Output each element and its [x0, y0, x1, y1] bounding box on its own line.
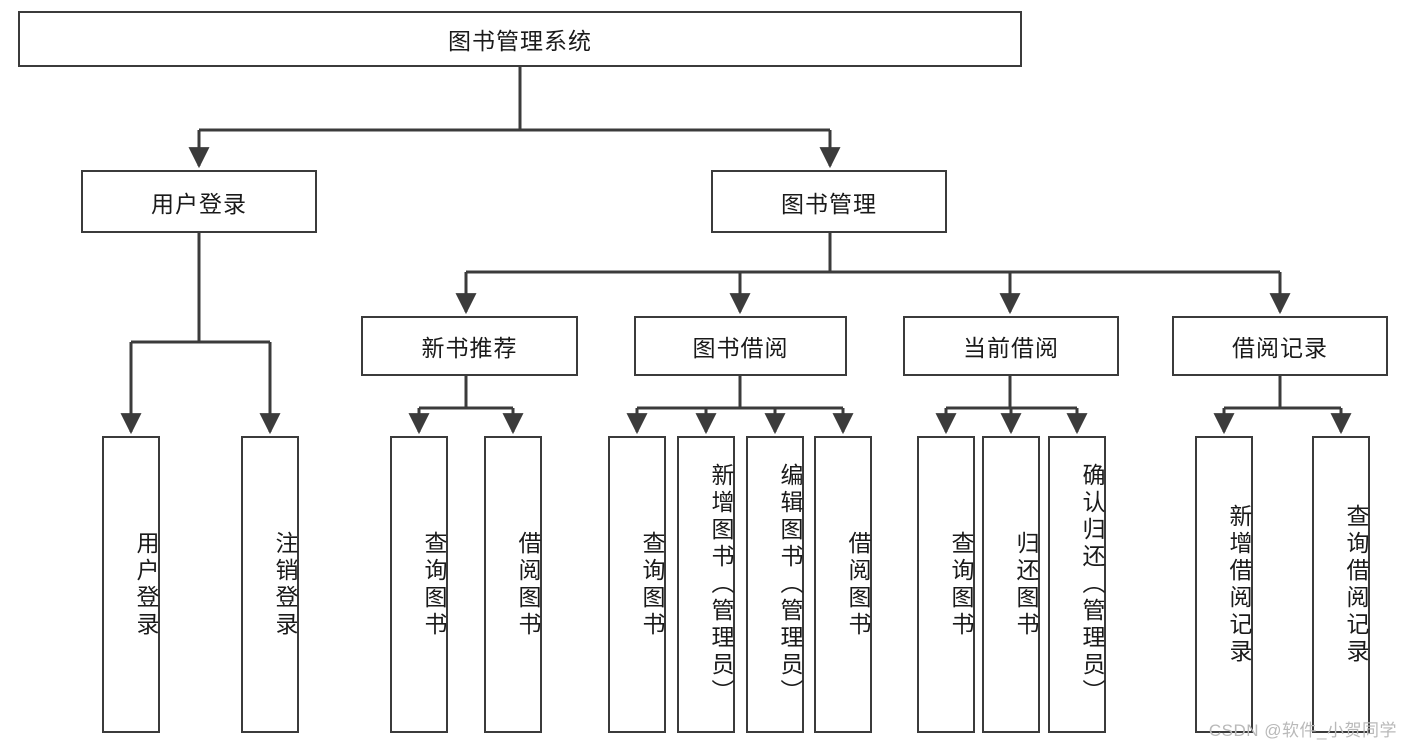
node-book-borrow[interactable]: 图书借阅 — [634, 316, 847, 376]
node-label: 新增借阅记录 — [1226, 503, 1252, 666]
node-label: 编辑图书（管理员） — [777, 463, 803, 706]
leaf-borrow-record-query-record[interactable]: 查询借阅记录 — [1312, 436, 1370, 733]
node-label: 用户登录 — [151, 190, 247, 217]
leaf-new-book-query-book[interactable]: 查询图书 — [390, 436, 448, 733]
node-borrow-record[interactable]: 借阅记录 — [1172, 316, 1388, 376]
node-current-borrow[interactable]: 当前借阅 — [903, 316, 1119, 376]
node-label: 新增图书（管理员） — [708, 463, 734, 706]
node-label: 借阅图书 — [515, 530, 541, 639]
node-label: 查询图书 — [948, 530, 974, 639]
node-root-book-management-system[interactable]: 图书管理系统 — [18, 11, 1022, 67]
node-label: 借阅图书 — [845, 530, 871, 639]
node-label: 图书管理 — [781, 190, 877, 217]
node-label: 确认归还（管理员） — [1079, 463, 1105, 706]
node-label: 图书借阅 — [692, 335, 789, 361]
node-user-login[interactable]: 用户登录 — [81, 170, 317, 233]
node-label: 当前借阅 — [963, 335, 1059, 361]
leaf-book-borrow-add-book-admin[interactable]: 新增图书（管理员） — [677, 436, 735, 733]
node-label: 查询图书 — [421, 530, 447, 639]
node-label: 注销登录 — [272, 530, 298, 639]
node-label: 新书推荐 — [421, 335, 518, 361]
leaf-user-login-logout[interactable]: 注销登录 — [241, 436, 299, 733]
leaf-current-borrow-query-book[interactable]: 查询图书 — [917, 436, 975, 733]
node-label: 图书管理系统 — [448, 28, 592, 54]
leaf-user-login-login[interactable]: 用户登录 — [102, 436, 160, 733]
leaf-current-borrow-return-book[interactable]: 归还图书 — [982, 436, 1040, 733]
node-label: 查询图书 — [639, 530, 665, 639]
leaf-new-book-borrow-book[interactable]: 借阅图书 — [484, 436, 542, 733]
node-label: 用户登录 — [133, 530, 159, 639]
leaf-borrow-record-add-record[interactable]: 新增借阅记录 — [1195, 436, 1253, 733]
node-label: 查询借阅记录 — [1343, 503, 1369, 666]
leaf-book-borrow-borrow-book[interactable]: 借阅图书 — [814, 436, 872, 733]
leaf-current-borrow-confirm-return-admin[interactable]: 确认归还（管理员） — [1048, 436, 1106, 733]
node-label: 借阅记录 — [1232, 335, 1328, 361]
node-label: 归还图书 — [1013, 530, 1039, 639]
node-book-management[interactable]: 图书管理 — [711, 170, 947, 233]
leaf-book-borrow-edit-book-admin[interactable]: 编辑图书（管理员） — [746, 436, 804, 733]
leaf-book-borrow-query-book[interactable]: 查询图书 — [608, 436, 666, 733]
watermark: CSDN @软件_小贺同学 — [1208, 721, 1397, 740]
node-new-book-recommend[interactable]: 新书推荐 — [361, 316, 578, 376]
